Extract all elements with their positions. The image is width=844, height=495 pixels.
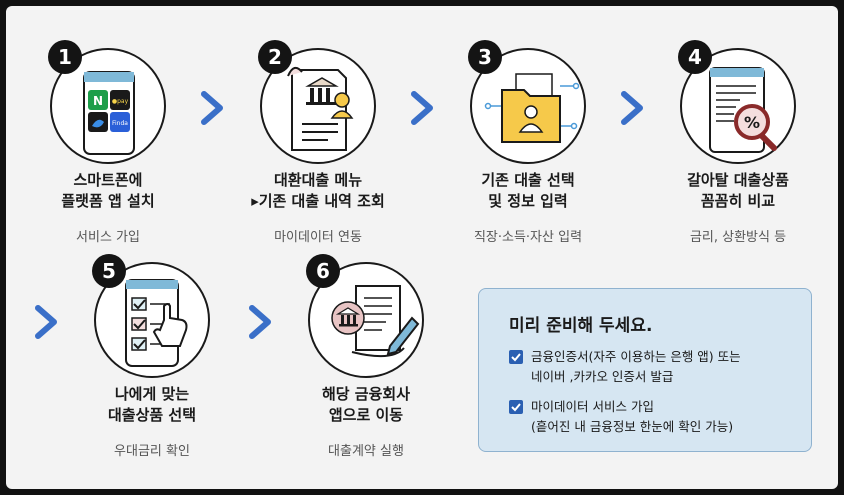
- chevron-right-icon: [621, 91, 643, 125]
- step-4: 4 % 갈아탈 대출상품 꼼꼼히 비교 금리, 상환방식 등: [648, 38, 828, 248]
- prepare-item-certificate-line1: 금융인증서(자주 이용하는 은행 앱) 또는: [531, 349, 741, 364]
- step-5-title-line1: 나에게 맞는: [114, 385, 190, 403]
- step-1-title-line1: 스마트폰에: [73, 171, 143, 189]
- chevron-right-icon: [411, 91, 433, 125]
- step-6-title-line1: 해당 금융회사: [321, 385, 411, 403]
- step-1-title-line2: 플랫폼 앱 설치: [61, 192, 155, 210]
- step-2-badge: 2: [258, 40, 292, 74]
- chevron-right-icon: [249, 305, 271, 339]
- prepare-in-advance-box: 미리 준비해 두세요. 금융인증서(자주 이용하는 은행 앱) 또는 네이버 ,…: [478, 288, 812, 452]
- step-4-subtitle: 금리, 상환방식 등: [689, 230, 787, 245]
- step-3-subtitle: 직장·소득·자산 입력: [473, 230, 583, 245]
- svg-text:N: N: [93, 94, 103, 108]
- step-2-subtitle: 마이데이터 연동: [274, 230, 362, 245]
- step-2-title-line2: ▸기존 대출 내역 조회: [251, 192, 385, 210]
- infographic-frame: 1 N ●pay Finda 스마트폰에 플랫폼 앱 설치 서비스 가입 2: [6, 6, 838, 489]
- step-5-title-line2: 대출상품 선택: [107, 406, 197, 424]
- step-3: 3 기존 대출 선택 및 정보 입력 직장·소득·자산 입력: [438, 38, 618, 248]
- prepare-title: 미리 준비해 두세요.: [509, 316, 653, 336]
- step-3-title-line1: 기존 대출 선택: [481, 171, 575, 189]
- checklist-tap-icon: [125, 279, 188, 367]
- svg-text:Finda: Finda: [112, 120, 128, 127]
- svg-text:%: %: [744, 113, 760, 132]
- folder-user-icon: [484, 73, 580, 143]
- svg-text:●pay: ●pay: [112, 98, 129, 105]
- prepare-item-mydata-line2: (흩어진 내 금융정보 한눈에 확인 가능): [531, 419, 734, 434]
- step-1-subtitle: 서비스 가입: [76, 230, 140, 245]
- step-3-title-line2: 및 정보 입력: [488, 192, 568, 210]
- document-magnifier-percent-icon: %: [709, 67, 777, 153]
- step-4-title-line1: 갈아탈 대출상품: [687, 171, 789, 189]
- smartphone-app-icon: N ●pay Finda: [83, 71, 135, 155]
- step-5: 5 나에게 맞는 대출상품 선택 우대금리 확인: [62, 252, 242, 462]
- checkbox-checked-icon: [509, 350, 523, 364]
- prepare-item-mydata-line1: 마이데이터 서비스 가입: [531, 399, 654, 414]
- step-5-badge: 5: [92, 254, 126, 288]
- prepare-item-certificate: 금융인증서(자주 이용하는 은행 앱) 또는 네이버 ,카카오 인증서 발급: [509, 347, 799, 387]
- step-6-badge: 6: [306, 254, 340, 288]
- step-6-title-line2: 앱으로 이동: [328, 406, 404, 424]
- step-6-subtitle: 대출계약 실행: [328, 444, 404, 459]
- step-1: 1 N ●pay Finda 스마트폰에 플랫폼 앱 설치 서비스 가입: [18, 38, 198, 248]
- chevron-right-icon: [35, 305, 57, 339]
- step-3-badge: 3: [468, 40, 502, 74]
- bank-document-icon: [287, 66, 354, 151]
- step-2: 2 대환대출 메뉴 ▸기존 대출 내역 조회 마이데이터 연동: [228, 38, 408, 248]
- bank-contract-pen-icon: [331, 285, 420, 358]
- step-5-subtitle: 우대금리 확인: [114, 444, 190, 459]
- chevron-right-icon: [201, 91, 223, 125]
- step-1-badge: 1: [48, 40, 82, 74]
- step-6: 6 해당 금융회사 앱으로 이동 대출계약 실행: [276, 252, 456, 462]
- step-2-title-line1: 대환대출 메뉴: [273, 171, 363, 189]
- step-4-title-line2: 꼼꼼히 비교: [700, 192, 776, 210]
- checkbox-checked-icon: [509, 400, 523, 414]
- prepare-item-mydata: 마이데이터 서비스 가입 (흩어진 내 금융정보 한눈에 확인 가능): [509, 397, 799, 437]
- prepare-item-certificate-line2: 네이버 ,카카오 인증서 발급: [531, 369, 674, 384]
- step-4-badge: 4: [678, 40, 712, 74]
